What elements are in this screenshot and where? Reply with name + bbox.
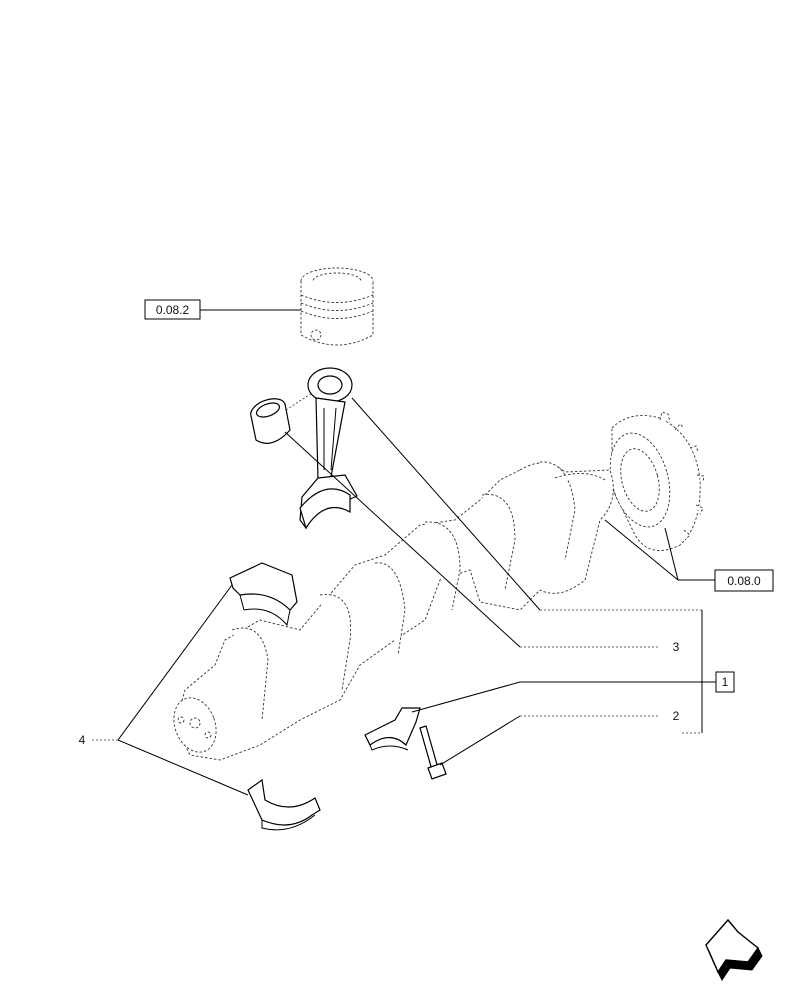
callout-label-3[interactable]: 3 [673, 640, 680, 654]
next-page-arrow-icon[interactable] [705, 918, 763, 981]
bushing-part [250, 398, 291, 444]
rod-bearing-part [364, 707, 421, 751]
main-bearing-upper-part [229, 562, 298, 627]
piston-reference-part [300, 267, 374, 346]
reference-label-piston: 0.08.2 [156, 303, 190, 317]
callout-label-2[interactable]: 2 [673, 709, 680, 723]
callout-label-4[interactable]: 4 [79, 733, 86, 747]
bolt-part [419, 725, 447, 780]
callout-1-box[interactable]: 1 [715, 671, 735, 693]
leader-lines [92, 397, 716, 796]
crankshaft-part [173, 461, 614, 761]
connecting-rod-part [299, 367, 358, 530]
main-bearing-lower-part [247, 778, 321, 831]
crankshaft-gear-reference-part [609, 411, 705, 552]
callout-label-1: 1 [722, 675, 729, 689]
reference-box-crankshaft-gear[interactable]: 0.08.0 [714, 569, 774, 592]
reference-box-piston[interactable]: 0.08.2 [144, 299, 201, 320]
reference-label-crankshaft-gear: 0.08.0 [727, 574, 761, 588]
